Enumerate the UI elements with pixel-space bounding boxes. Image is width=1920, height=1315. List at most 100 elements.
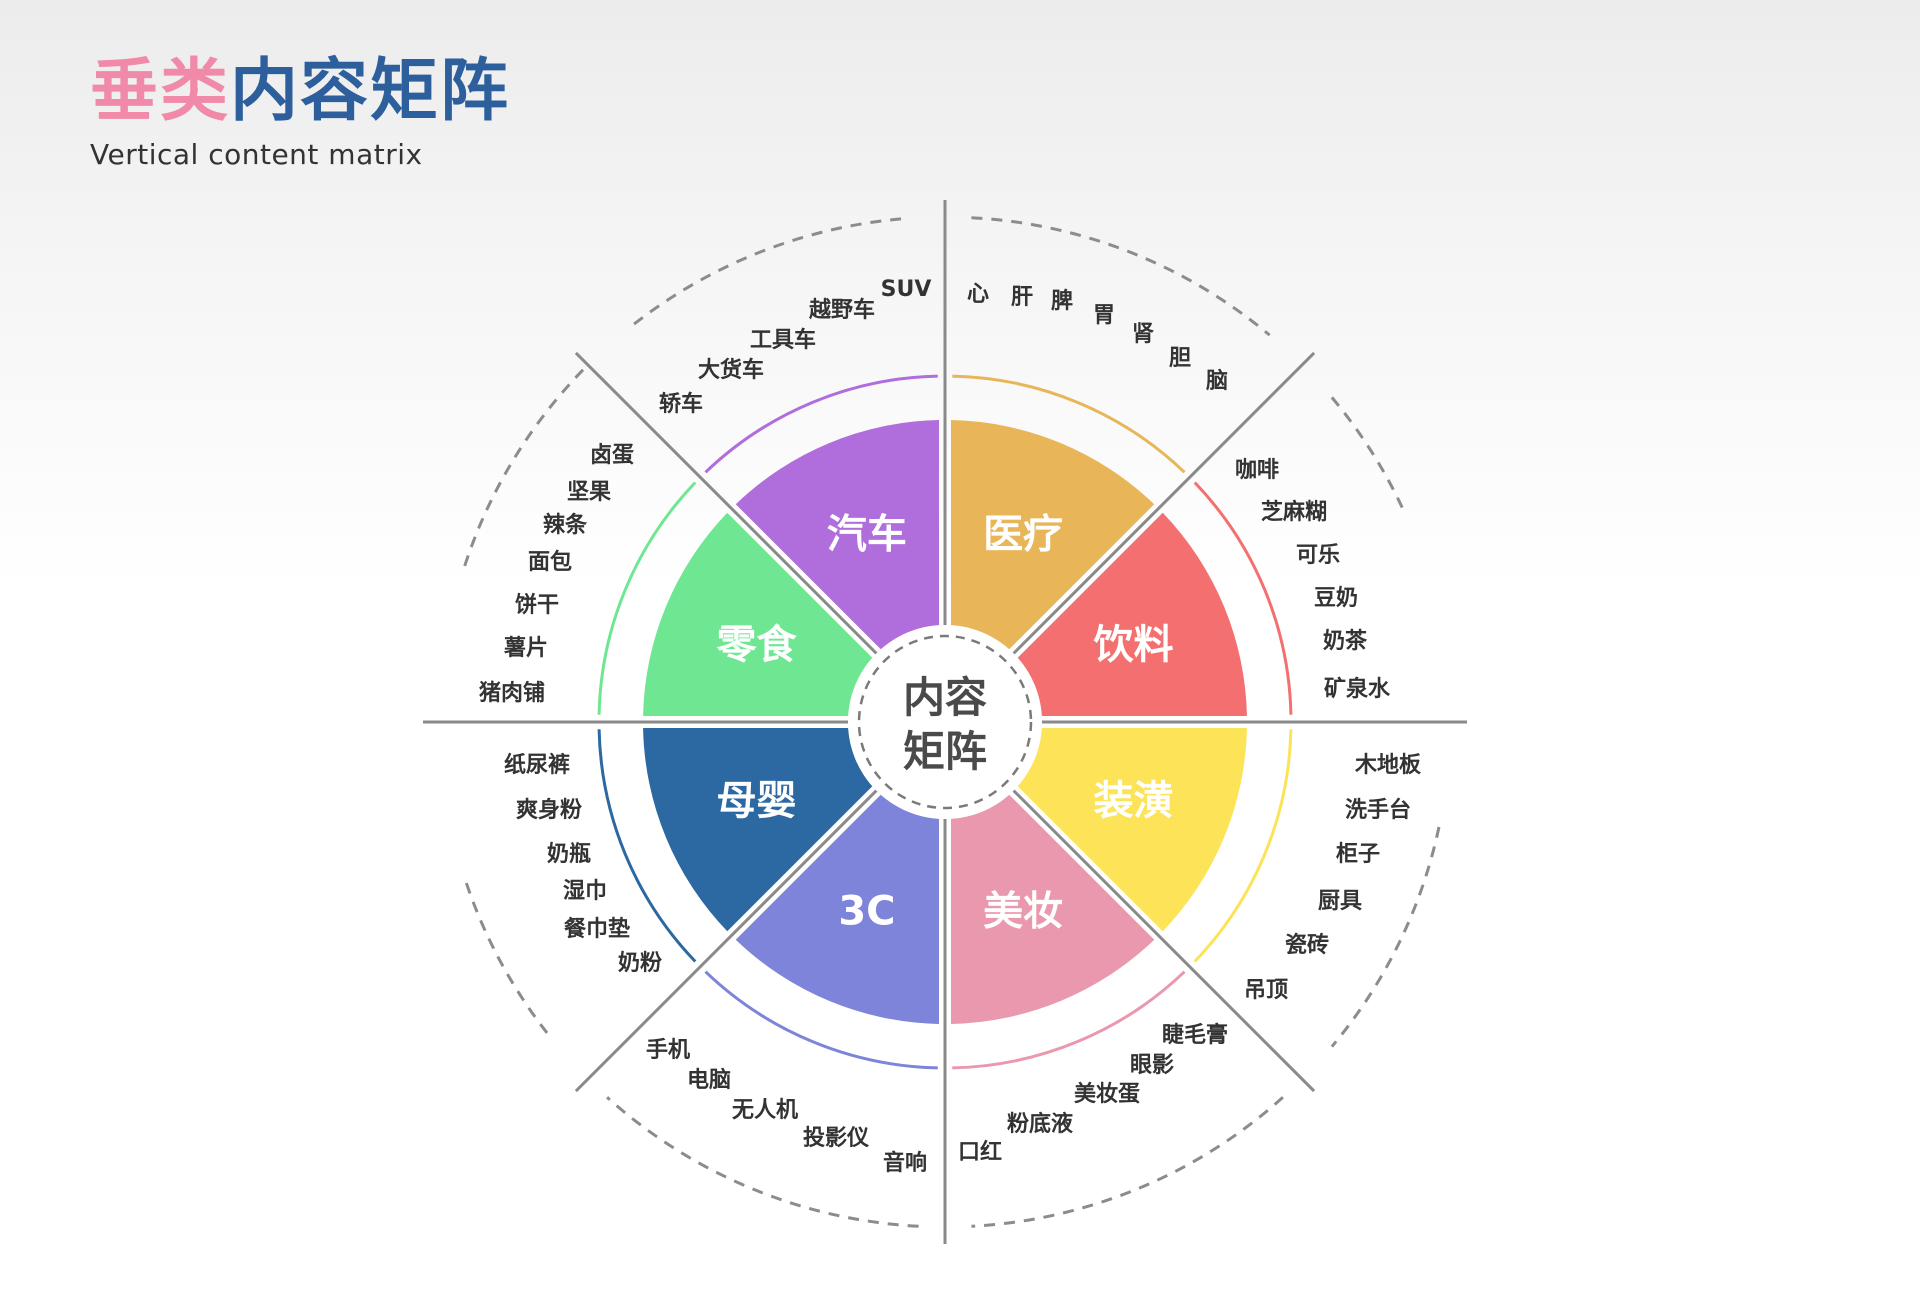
category-label-snacks: 零食 xyxy=(717,622,798,668)
sector-snacks xyxy=(643,512,873,717)
outer-dashed-arc xyxy=(633,217,902,326)
item-medical: 脾 xyxy=(1051,289,1073,314)
outer-dashed-arc xyxy=(606,1096,919,1228)
item-medical: 胃 xyxy=(1093,303,1115,328)
item-snacks: 饼干 xyxy=(515,592,559,618)
item-auto: 轿车 xyxy=(659,391,703,417)
item-snacks: 猪肉铺 xyxy=(479,680,545,706)
center-dashed-ring xyxy=(857,634,1033,810)
item-snacks: 辣条 xyxy=(543,512,588,538)
divider-line xyxy=(574,781,886,1093)
category-label-drinks: 饮料 xyxy=(1093,622,1173,668)
center-label-line1: 内容 xyxy=(903,673,987,722)
item-medical: 肝 xyxy=(1011,285,1033,310)
outer-dashed-arc xyxy=(971,1096,1284,1228)
sector-cosmetics xyxy=(950,794,1155,1024)
item-medical: 肾 xyxy=(1132,322,1154,347)
arc-auto xyxy=(704,374,938,474)
arc-cosmetics xyxy=(952,970,1186,1070)
arc-medical xyxy=(952,374,1186,474)
divider-line xyxy=(1004,781,1316,1093)
outer-dashed-arc xyxy=(463,363,589,567)
category-label-3c: 3C xyxy=(838,888,895,934)
item-cosmetics: 粉底液 xyxy=(1007,1111,1073,1137)
sector-3c xyxy=(735,794,940,1024)
page-title: 垂类内容矩阵 xyxy=(90,58,510,126)
sector-drinks xyxy=(1017,512,1247,717)
item-cosmetics: 睫毛膏 xyxy=(1162,1022,1228,1048)
item-maternal: 纸尿裤 xyxy=(504,752,570,778)
item-maternal: 湿巾 xyxy=(563,879,607,904)
item-drinks: 矿泉水 xyxy=(1324,676,1391,702)
outer-dashed-arc xyxy=(1330,396,1405,510)
item-drinks: 奶茶 xyxy=(1323,628,1368,654)
page-subtitle: Vertical content matrix xyxy=(90,138,423,171)
divider-line xyxy=(574,351,886,663)
item-drinks: 芝麻糊 xyxy=(1261,499,1327,525)
item-labels: 心肝脾胃肾胆脑咖啡芝麻糊可乐豆奶奶茶矿泉水木地板洗手台柜子厨具瓷砖吊顶睫毛膏眼影… xyxy=(479,277,1422,1176)
item-3c: 无人机 xyxy=(732,1098,798,1123)
arc-maternal xyxy=(597,729,697,963)
arc-drinks xyxy=(1193,481,1293,715)
center-hub: 内容 矩阵 xyxy=(848,625,1042,819)
item-auto: SUV xyxy=(881,277,932,302)
arc-snacks xyxy=(597,481,697,715)
item-cosmetics: 美妆蛋 xyxy=(1074,1081,1140,1107)
item-decoration: 厨具 xyxy=(1318,889,1362,914)
item-medical: 心 xyxy=(967,282,989,307)
divider-line xyxy=(1004,351,1316,663)
sector-decoration xyxy=(1017,727,1247,932)
item-3c: 音响 xyxy=(883,1150,927,1176)
outer-dashed-arc xyxy=(971,216,1271,337)
item-3c: 手机 xyxy=(646,1038,690,1063)
item-medical: 胆 xyxy=(1169,346,1191,371)
category-label-auto: 汽车 xyxy=(827,512,907,558)
item-drinks: 豆奶 xyxy=(1314,585,1358,611)
item-cosmetics: 口红 xyxy=(958,1139,1002,1165)
item-auto: 工具车 xyxy=(750,327,816,353)
item-maternal: 爽身粉 xyxy=(516,797,582,823)
category-label-medical: 医疗 xyxy=(983,512,1063,558)
item-maternal: 奶粉 xyxy=(618,950,662,976)
item-medical: 脑 xyxy=(1206,368,1228,394)
item-decoration: 柜子 xyxy=(1336,841,1380,867)
item-snacks: 薯片 xyxy=(503,636,548,661)
item-snacks: 坚果 xyxy=(567,480,611,505)
item-cosmetics: 眼影 xyxy=(1130,1053,1174,1078)
item-auto: 大货车 xyxy=(698,357,764,383)
item-decoration: 洗手台 xyxy=(1345,797,1411,823)
center-circle xyxy=(848,625,1042,819)
category-label-cosmetics: 美妆 xyxy=(983,888,1063,934)
category-sectors xyxy=(643,420,1247,1024)
item-3c: 电脑 xyxy=(687,1067,731,1093)
center-label-line2: 矩阵 xyxy=(903,727,987,776)
divider-lines xyxy=(423,200,1467,1244)
title-block: 垂类内容矩阵 Vertical content matrix xyxy=(90,58,510,172)
outer-dashed-arc xyxy=(1330,826,1441,1048)
item-maternal: 餐巾垫 xyxy=(564,916,630,942)
title-part1: 垂类 xyxy=(90,52,231,131)
item-decoration: 瓷砖 xyxy=(1285,932,1329,958)
category-label-maternal: 母婴 xyxy=(717,778,797,824)
item-snacks: 面包 xyxy=(528,549,572,575)
outer-dashed-arc xyxy=(463,877,549,1034)
item-auto: 越野车 xyxy=(808,297,875,323)
item-drinks: 可乐 xyxy=(1296,543,1340,568)
category-label-decoration: 装潢 xyxy=(1093,778,1173,824)
title-part2: 内容矩阵 xyxy=(230,52,511,131)
item-drinks: 咖啡 xyxy=(1235,458,1279,483)
item-maternal: 奶瓶 xyxy=(547,841,591,867)
sector-auto xyxy=(735,420,940,650)
outer-dashed-ring xyxy=(463,216,1441,1228)
item-snacks: 卤蛋 xyxy=(590,442,634,468)
sector-maternal xyxy=(643,727,873,932)
item-decoration: 木地板 xyxy=(1354,753,1422,778)
sector-medical xyxy=(950,420,1155,650)
arc-3c xyxy=(704,970,938,1070)
item-3c: 投影仪 xyxy=(803,1126,870,1151)
arc-decoration xyxy=(1193,729,1293,963)
category-arcs xyxy=(597,374,1293,1070)
item-decoration: 吊顶 xyxy=(1244,978,1288,1003)
